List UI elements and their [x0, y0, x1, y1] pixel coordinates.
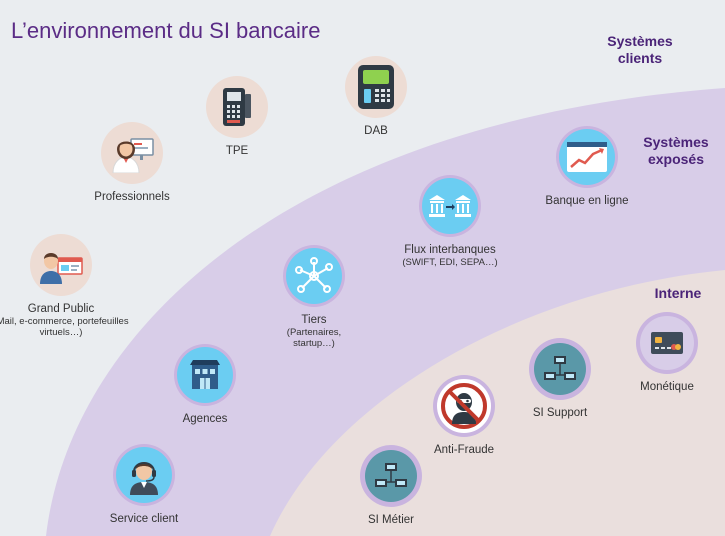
node-label: SI Métier — [367, 514, 414, 526]
monetique-halo — [636, 312, 698, 374]
node-service-client: Service client — [69, 444, 219, 526]
node-label: SI Support — [532, 407, 588, 419]
node-label: Monétique — [640, 381, 694, 393]
payment-terminal-icon — [206, 76, 268, 138]
node-label: DAB — [364, 125, 388, 137]
node-label: Service client — [109, 513, 179, 525]
node-label: Flux interbanques — [404, 244, 496, 256]
zone-label-clients: Systèmes clients — [607, 33, 673, 66]
call-center-icon — [116, 447, 172, 503]
node-label: Banque en ligne — [545, 195, 629, 207]
service-client-halo — [113, 444, 175, 506]
node-label: Professionnels — [94, 191, 170, 203]
node-label: Grand Public — [27, 303, 95, 315]
atm-icon — [345, 56, 407, 118]
node-sublabel: (Mail, e-commerce, portefeuilles virtuel… — [0, 316, 129, 338]
online-banking-icon — [559, 129, 615, 185]
server-network-icon — [534, 343, 586, 395]
node-dab: DAB — [301, 56, 451, 138]
public-user-icon — [30, 234, 92, 296]
node-banque-en-ligne: Banque en ligne — [512, 126, 662, 208]
node-label: Anti-Fraude — [433, 444, 495, 456]
server-network-icon — [365, 450, 417, 502]
agences-halo — [174, 344, 236, 406]
tiers-halo — [283, 245, 345, 307]
si-metier-halo — [360, 445, 422, 507]
node-label: TPE — [225, 145, 249, 157]
professional-user-icon — [101, 122, 163, 184]
node-tiers: Tiers (Partenaires, startup…) — [239, 245, 389, 349]
node-tpe: TPE — [162, 76, 312, 158]
node-si-metier: SI Métier — [316, 445, 466, 527]
anti-fraude-halo — [433, 375, 495, 437]
node-flux-interbanques: Flux interbanques (SWIFT, EDI, SEPA…) — [375, 175, 525, 268]
node-label: Tiers — [301, 314, 327, 326]
node-monetique: Monétique — [592, 312, 725, 394]
node-professionnels: Professionnels — [57, 122, 207, 204]
node-grand-public: Grand Public (Mail, e-commerce, portefeu… — [0, 234, 136, 338]
credit-card-icon — [640, 316, 694, 370]
zone-label-exposes: Systèmes exposés — [643, 134, 709, 167]
node-label: Agences — [182, 413, 228, 425]
bank-branch-icon — [177, 347, 233, 403]
node-agences: Agences — [130, 344, 280, 426]
zone-label-interne: Interne — [654, 285, 702, 301]
bank-transfer-icon — [422, 178, 478, 234]
banque-en-ligne-halo — [556, 126, 618, 188]
si-support-halo — [529, 338, 591, 400]
node-anti-fraude: Anti-Fraude — [389, 375, 539, 457]
node-sublabel: (SWIFT, EDI, SEPA…) — [402, 257, 498, 268]
flux-halo — [419, 175, 481, 237]
anti-fraud-icon — [437, 379, 491, 433]
network-icon — [286, 248, 342, 304]
node-sublabel: (Partenaires, startup…) — [286, 327, 342, 349]
page-title: L’environnement du SI bancaire — [11, 18, 321, 43]
node-si-support: SI Support — [485, 338, 635, 420]
